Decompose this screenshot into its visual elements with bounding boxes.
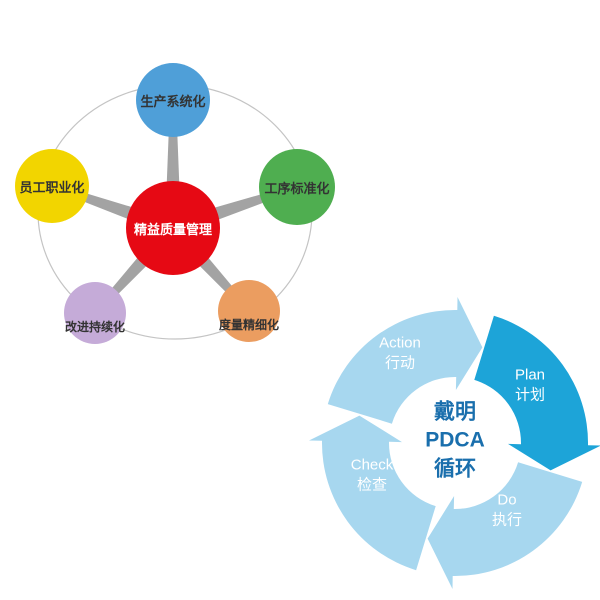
pdca-label-check: Check 检查 xyxy=(351,456,394,495)
hub-node-label: 工序标准化 xyxy=(264,180,330,196)
hub-node-label: 度量精细化 xyxy=(218,318,279,332)
pdca-label-en: Do xyxy=(497,491,517,509)
pdca-arrow-check xyxy=(309,415,436,571)
pdca-center-line: 循环 xyxy=(433,457,476,481)
hub-node-staff: 员工职业化 xyxy=(15,149,89,223)
hub-node-label: 员工职业化 xyxy=(19,179,85,195)
pdca-label-action: Action 行动 xyxy=(379,334,421,373)
hub-node-label: 改进持续化 xyxy=(64,320,125,334)
pdca-cycle xyxy=(309,297,600,589)
pdca-label-plan: Plan 计划 xyxy=(515,366,545,405)
pdca-label-en: Check xyxy=(350,456,394,474)
pdca-label-en: Plan xyxy=(514,366,546,384)
hub-node-production: 生产系统化 xyxy=(136,63,210,137)
hub-center-node: 精益质量管理 xyxy=(126,181,220,275)
pdca-label-zh: 检查 xyxy=(356,476,387,493)
pdca-center-line: 戴明 xyxy=(433,400,476,424)
hub-node-label: 生产系统化 xyxy=(140,93,206,109)
pdca-arrow-do xyxy=(427,462,583,589)
pdca-center-label: 戴明 PDCA 循环 xyxy=(425,398,485,483)
pdca-arrow-action xyxy=(327,297,483,424)
pdca-label-en: Action xyxy=(379,334,421,352)
pdca-label-zh: 执行 xyxy=(491,511,523,528)
pdca-label-zh: 计划 xyxy=(514,386,545,403)
pdca-arrow-plan xyxy=(474,315,600,471)
pdca-center-line: PDCA xyxy=(425,428,485,452)
hub-node-measurement: 度量精细化 xyxy=(218,280,280,342)
pdca-label-zh: 行动 xyxy=(384,354,416,371)
hub-node-improvement: 改进持续化 xyxy=(64,282,126,344)
hub-center-label: 精益质量管理 xyxy=(133,221,212,237)
pdca-label-do: Do 执行 xyxy=(492,491,522,530)
hub-node-process: 工序标准化 xyxy=(259,149,335,225)
